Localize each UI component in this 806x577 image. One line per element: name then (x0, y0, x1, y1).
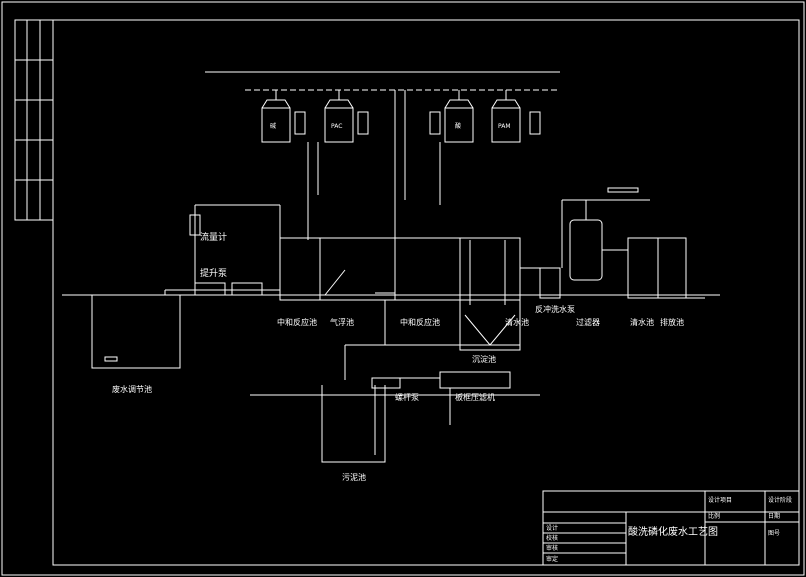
settling-tank-label: 沉淀池 (472, 354, 496, 364)
title-row-0: 设计 (546, 524, 558, 532)
dosing-tanks (261, 90, 541, 143)
lift-pump-label: 提升泵 (200, 268, 227, 279)
equalization-tank-label: 废水调节池 (112, 384, 152, 394)
clear-water-tank-label: 清水池 (505, 317, 529, 327)
filter-press (439, 371, 511, 389)
aeration-tank-label: 气浮池 (330, 317, 354, 327)
filter-tower (569, 219, 603, 281)
equalization-tank (91, 295, 181, 369)
drawing-title: 酸洗磷化废水工艺图 (628, 525, 718, 538)
dosing-tank-label-3: PAM (498, 123, 511, 130)
sludge-tank (321, 385, 386, 463)
inner-frame (52, 19, 800, 566)
neutralization-tank-1-label: 中和反应池 (277, 317, 317, 327)
dosing-tank-label-0: 碱 (270, 123, 276, 130)
reaction-tanks (279, 237, 521, 301)
sludge-tank-label: 污泥池 (342, 472, 366, 482)
title-block-stage: 设计阶段 (768, 496, 792, 504)
dosing-tank-label-1: PAC (331, 123, 342, 130)
title-row-3: 审定 (546, 555, 558, 563)
sludge-pump-label: 螺杆泵 (395, 392, 419, 402)
title-row-1: 校核 (546, 534, 558, 542)
settling-tank (459, 238, 521, 351)
discharge-tank (657, 237, 687, 299)
recirculation-pump-label: 反冲洗水泵 (535, 304, 575, 314)
sludge-pump (371, 377, 401, 389)
title-row-2: 审核 (546, 544, 558, 552)
filter-press-label: 板框压滤机 (455, 392, 495, 402)
title-block-date: 日期 (768, 512, 780, 520)
clean-water-tank (627, 237, 659, 299)
flowmeter (189, 214, 201, 236)
title-block-drawing-no: 图号 (768, 530, 780, 537)
neutralization-tank-2-label: 中和反应池 (400, 317, 440, 327)
filter-tower-label: 过滤器 (576, 317, 600, 327)
title-block-project: 设计项目 (708, 496, 732, 504)
title-block (542, 490, 800, 566)
discharge-tank-label: 排放池 (660, 317, 684, 327)
title-block-scale: 比例 (708, 512, 720, 520)
clean-tank-label: 清水池 (630, 317, 654, 327)
lift-pump (194, 282, 226, 296)
flowmeter-label: 流量计 (200, 231, 227, 243)
left-strip (14, 19, 54, 221)
dosing-tank-label-2: 酸 (455, 122, 461, 130)
